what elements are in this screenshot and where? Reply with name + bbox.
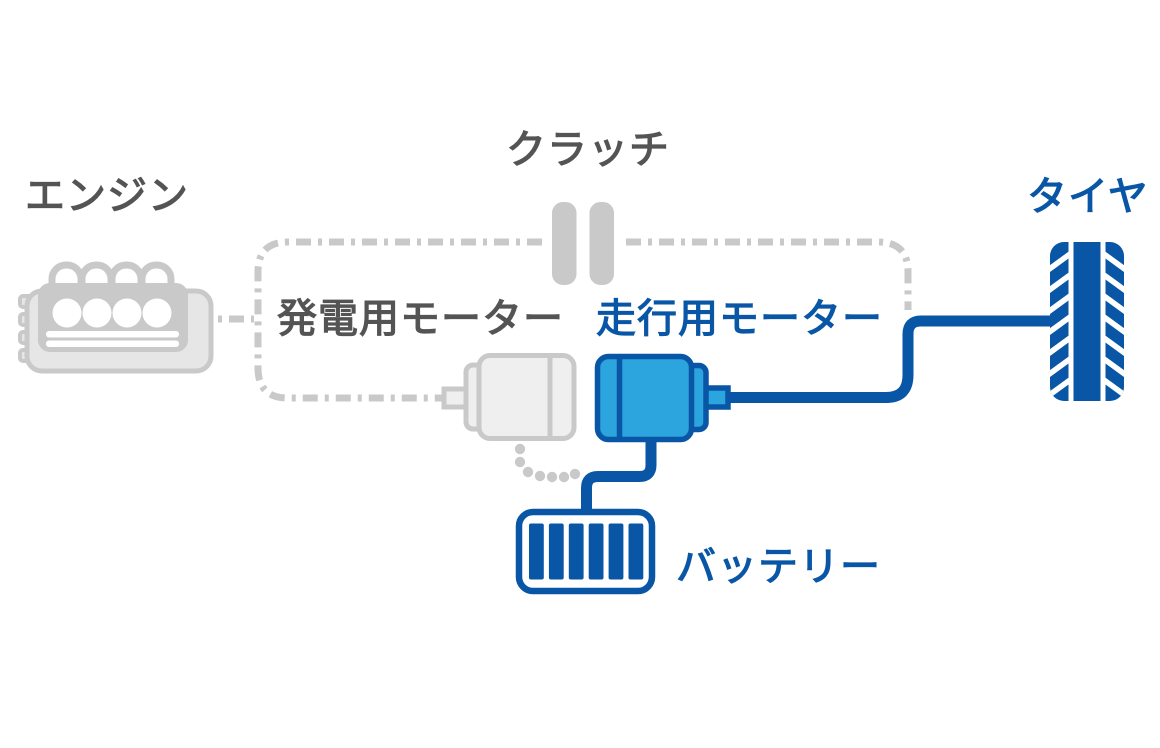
- battery-to-motor-line: [581, 428, 657, 514]
- engine-cylinders: [52, 298, 172, 328]
- motor-to-tire-line: [712, 315, 1052, 403]
- generator-dotted-line: [514, 443, 581, 483]
- tire-label: タイヤ: [1027, 175, 1149, 219]
- engine-icon: [18, 261, 214, 374]
- battery-label: バッテリー: [676, 545, 881, 589]
- drive-motor-icon: [594, 353, 731, 443]
- tire-grooves: [1068, 242, 1106, 401]
- clutch-label: クラッチ: [506, 128, 670, 172]
- generator-motor-label: 発電用モーター: [277, 297, 564, 341]
- battery-icon: [515, 508, 656, 595]
- clutch-icon: [548, 198, 618, 289]
- drive-motor-label: 走行用モーター: [596, 297, 883, 341]
- engine-label: エンジン: [25, 174, 189, 218]
- drive-motor-body: [594, 353, 695, 443]
- generator-motor-icon: [441, 353, 577, 441]
- drive-unit-box: [254, 238, 912, 402]
- battery-cells: [529, 523, 644, 580]
- tire-icon: [1050, 242, 1124, 401]
- drive-unit-box-left-segment: [254, 238, 542, 402]
- tire-tread-stripes: [1050, 251, 1124, 399]
- drive-unit-box-right-segment: [626, 238, 912, 310]
- generator-motor-body: [476, 353, 577, 441]
- engine-block-stripes: [46, 331, 179, 347]
